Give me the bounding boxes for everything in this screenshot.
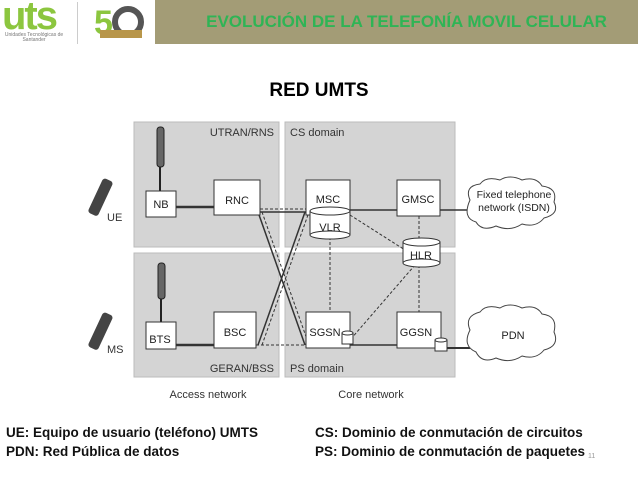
node-bts <box>145 321 177 350</box>
rnc-label: RNC <box>225 195 249 207</box>
pdn-label: PDN <box>501 330 524 342</box>
node-gmsc <box>396 179 441 217</box>
nb-label: NB <box>153 199 168 211</box>
bts-label: BTS <box>149 334 170 346</box>
anniversary-logo: 5 <box>94 4 144 42</box>
node-hlr <box>402 237 441 268</box>
ms-phone-icon <box>88 312 113 350</box>
sgsn-database-icon <box>341 330 354 345</box>
sgsn-label: SGSN <box>309 327 340 339</box>
slide-subtitle: RED UMTS <box>269 80 369 101</box>
cs-label: CS domain <box>290 127 344 139</box>
nb-antenna-icon <box>156 126 165 168</box>
legend-ps: PS: Dominio de conmutación de paquetes <box>315 444 586 459</box>
msc-label: MSC <box>316 194 341 206</box>
ggsn-label: GGSN <box>400 327 432 339</box>
core-network-label: Core network <box>338 389 404 401</box>
node-nb <box>145 190 177 218</box>
isdn-label-line1: Fixed telephone <box>477 189 552 201</box>
node-bsc <box>213 311 257 349</box>
ps-label: PS domain <box>290 363 344 375</box>
legend-pdn: PDN: Red Pública de datos <box>6 444 180 459</box>
hlr-label: HLR <box>410 250 432 262</box>
logo-divider <box>77 2 78 44</box>
access-network-label: Access network <box>169 389 247 401</box>
uts-logo-subtext: Unidades Tecnológicas de Santander <box>4 32 64 43</box>
isdn-cloud <box>466 176 557 230</box>
legend-ue: UE: Equipo de usuario (teléfono) UMTS <box>6 425 258 440</box>
node-vlr <box>309 206 351 240</box>
ue-phone-icon <box>88 178 113 216</box>
bts-antenna-icon <box>157 262 166 300</box>
page-number: 11 <box>588 453 596 460</box>
isdn-label-line2: network (ISDN) <box>478 202 550 214</box>
node-rnc <box>213 179 261 216</box>
geran-region <box>133 252 280 378</box>
slide-header-title: EVOLUCIÓN DE LA TELEFONÍA MOVIL CELULAR <box>206 12 607 31</box>
gmsc-label: GMSC <box>402 194 435 206</box>
bsc-label: BSC <box>224 327 247 339</box>
geran-label: GERAN/BSS <box>210 363 274 375</box>
ue-label: UE <box>107 212 122 224</box>
node-ggsn <box>396 311 442 349</box>
ms-label: MS <box>107 344 124 356</box>
header-band <box>155 0 638 44</box>
vlr-label: VLR <box>319 222 340 234</box>
utran-label: UTRAN/RNS <box>210 127 274 139</box>
legend-cs: CS: Dominio de conmutación de circuitos <box>315 425 583 440</box>
ggsn-database-icon <box>434 337 448 352</box>
pdn-cloud <box>466 304 557 362</box>
uts-logo: uts <box>2 0 58 38</box>
